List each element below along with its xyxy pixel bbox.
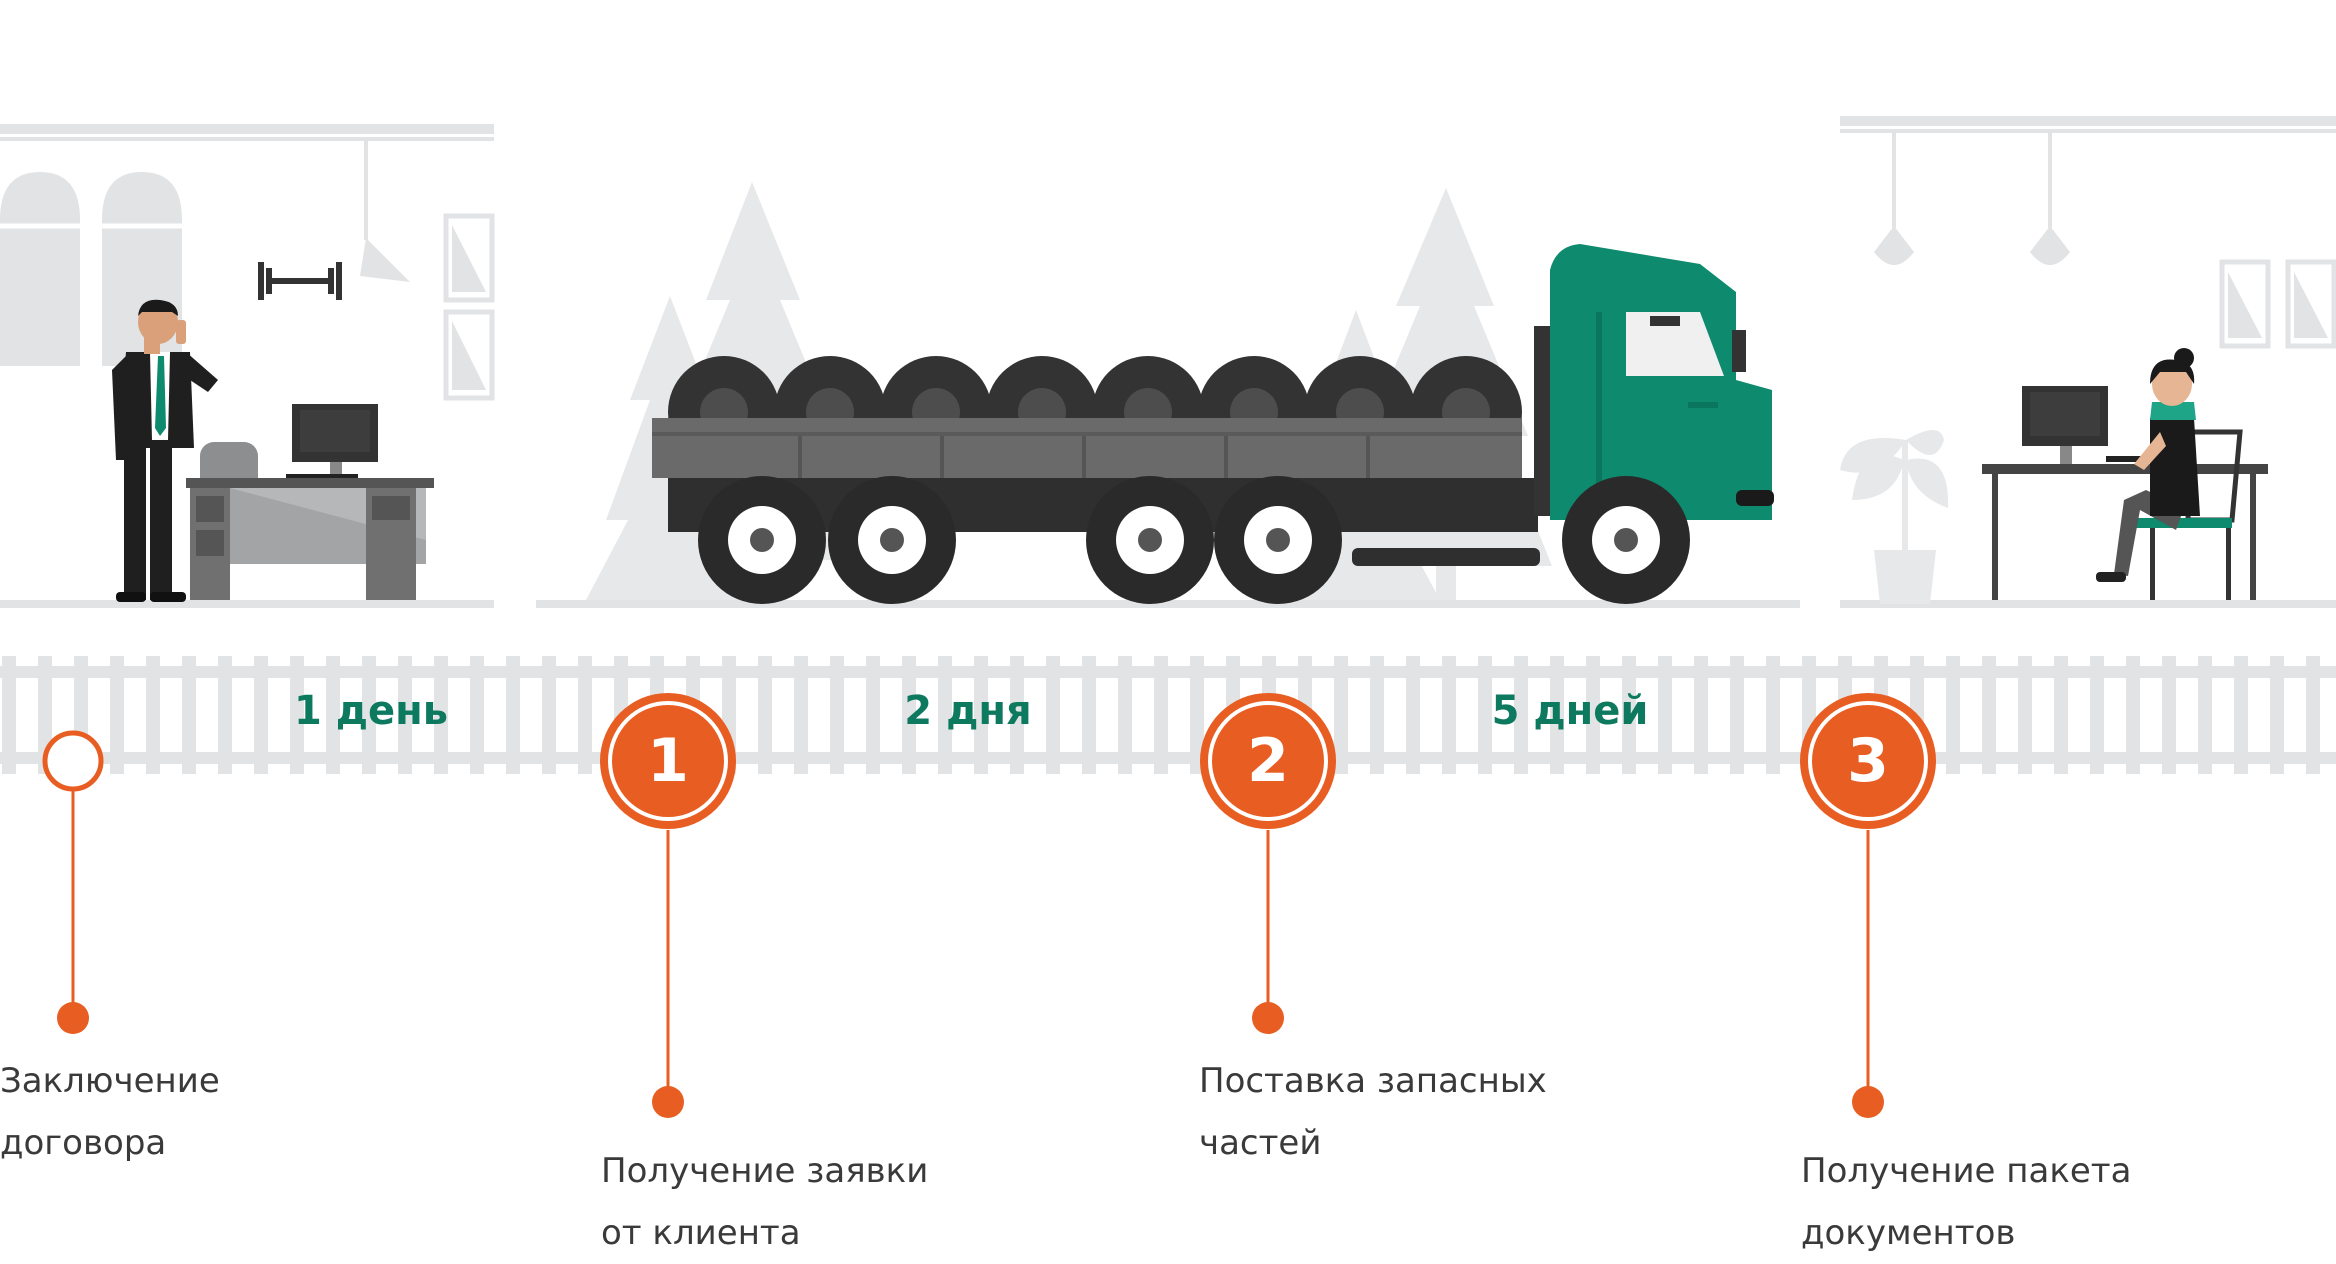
fence-post xyxy=(1694,656,1708,774)
fence-post xyxy=(470,656,484,774)
step-number: 1 xyxy=(647,726,689,796)
step-caption-line: Получение заявки xyxy=(601,1151,929,1191)
fence-post xyxy=(110,656,124,774)
fence-post xyxy=(1586,656,1600,774)
fence-post xyxy=(2126,656,2140,774)
fence-post xyxy=(146,656,160,774)
step-caption: Поставка запасных частей xyxy=(1199,1050,1547,1174)
fence-post xyxy=(2018,656,2032,774)
seated-woman-at-computer-icon xyxy=(2096,348,2243,600)
office-desk-icon xyxy=(1982,464,2268,600)
fence-post xyxy=(1154,656,1168,774)
fence-post xyxy=(1046,656,1060,774)
start-marker xyxy=(42,730,104,792)
fence-post xyxy=(290,656,304,774)
fence-post xyxy=(542,656,556,774)
computer-monitor-icon xyxy=(2022,386,2158,464)
fence-post xyxy=(326,656,340,774)
step-caption: Заключение договора xyxy=(0,1050,220,1174)
fence-post xyxy=(1406,656,1420,774)
step-number: 2 xyxy=(1247,726,1289,796)
fence-post xyxy=(1010,656,1024,774)
fence-post xyxy=(830,656,844,774)
connector-dot xyxy=(57,1002,89,1034)
right-office-background xyxy=(1840,116,2336,608)
fence-post xyxy=(2054,656,2068,774)
fence-post xyxy=(578,656,592,774)
fence-post xyxy=(1442,656,1456,774)
step-caption-line: Заключение xyxy=(0,1061,220,1101)
step-number: 3 xyxy=(1847,726,1889,796)
tire-loaded-truck-icon xyxy=(652,244,1774,604)
connector-dot xyxy=(652,1086,684,1118)
duration-label: 1 день xyxy=(293,688,449,734)
step-marker-2 xyxy=(1200,693,1336,829)
fence-post xyxy=(1622,656,1636,774)
duration-label: 2 дня xyxy=(904,688,1032,734)
connector-dot xyxy=(1852,1086,1884,1118)
fence-post xyxy=(2162,656,2176,774)
fence-post xyxy=(2306,656,2320,774)
step-caption-line: частей xyxy=(1199,1123,1322,1163)
road-line xyxy=(536,600,1800,608)
fence-post xyxy=(794,656,808,774)
fence-post xyxy=(1118,656,1132,774)
fence-post xyxy=(254,656,268,774)
fence-post xyxy=(2270,656,2284,774)
fence-post xyxy=(398,656,412,774)
fence-post xyxy=(1334,656,1348,774)
step-caption-line: Получение пакета xyxy=(1801,1151,2132,1191)
computer-monitor-icon xyxy=(286,404,378,478)
fence-post xyxy=(1730,656,1744,774)
step-caption: Получение пакета документов xyxy=(1801,1140,2131,1264)
businessman-on-phone-icon xyxy=(112,299,218,602)
potted-plant-icon xyxy=(1840,430,1949,604)
dumbbell-icon xyxy=(258,262,342,300)
fence-post xyxy=(1514,656,1528,774)
fence-post xyxy=(1658,656,1672,774)
fence-post xyxy=(1982,656,1996,774)
step-caption-line: документов xyxy=(1801,1213,2016,1253)
step-caption-line: Поставка запасных xyxy=(1199,1061,1547,1101)
fence-post xyxy=(362,656,376,774)
fence-post xyxy=(2090,656,2104,774)
fence-post xyxy=(182,656,196,774)
fence-post xyxy=(1766,656,1780,774)
step-caption-line: от клиента xyxy=(601,1213,801,1253)
fence-post xyxy=(1082,656,1096,774)
fence-post xyxy=(974,656,988,774)
fence-post xyxy=(1478,656,1492,774)
fence-post xyxy=(902,656,916,774)
fence-post xyxy=(938,656,952,774)
fence-post xyxy=(758,656,772,774)
duration-label: 5 дней xyxy=(1491,688,1649,734)
fence-post xyxy=(434,656,448,774)
step-caption-line: договора xyxy=(0,1123,167,1163)
fence-post xyxy=(2198,656,2212,774)
fence-post xyxy=(1550,656,1564,774)
fence-post xyxy=(2234,656,2248,774)
fence-post xyxy=(1370,656,1384,774)
step-caption: Получение заявки от клиента xyxy=(601,1140,928,1264)
step-marker-1 xyxy=(600,693,736,829)
fence-post xyxy=(218,656,232,774)
fence-post xyxy=(1946,656,1960,774)
fence-rail xyxy=(0,656,2336,774)
fence-post xyxy=(866,656,880,774)
step-marker-3 xyxy=(1800,693,1936,829)
office-desk-icon xyxy=(186,478,434,600)
connector-dot xyxy=(1252,1002,1284,1034)
fence-post xyxy=(1190,656,1204,774)
fence-post xyxy=(506,656,520,774)
fence-post xyxy=(2,656,16,774)
